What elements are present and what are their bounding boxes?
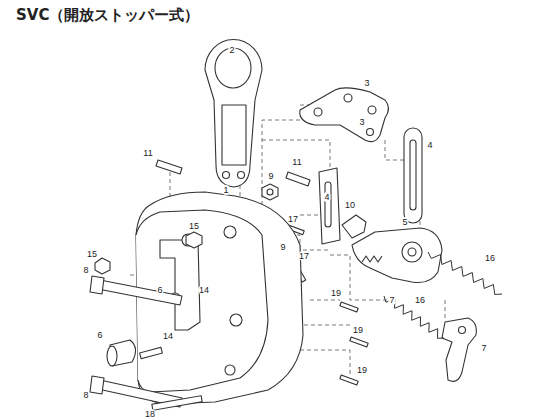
- callout-number: 3: [358, 117, 365, 127]
- callout-number: 15: [188, 221, 200, 231]
- callout-number: 14: [198, 285, 210, 295]
- callout-number: 16: [414, 295, 426, 305]
- callout-number: 6: [156, 285, 163, 295]
- callout-number: 10: [344, 200, 356, 210]
- callout-number: 17: [298, 251, 310, 261]
- callout-number: 7: [480, 343, 487, 353]
- callout-number: 4: [426, 140, 433, 150]
- callout-number: 4: [323, 192, 330, 202]
- callout-number: 3: [363, 78, 370, 88]
- spring-coil: [428, 252, 502, 294]
- callout-number: 11: [142, 148, 153, 158]
- callout-number: 8: [82, 390, 89, 400]
- callout-number: 2: [228, 45, 235, 55]
- callout-number: 9: [279, 242, 286, 252]
- callout-number: 5: [401, 217, 408, 227]
- callout-number: 1: [222, 185, 229, 195]
- callout-number: 19: [330, 288, 342, 298]
- callout-number: 6: [96, 330, 103, 340]
- callout-number: 9: [267, 171, 274, 181]
- spring-coil: [384, 296, 444, 338]
- callout-number: 17: [287, 214, 299, 224]
- callout-number: 18: [144, 409, 156, 419]
- callout-number: 16: [484, 253, 496, 263]
- callout-number: 19: [352, 325, 364, 335]
- callout-number: 14: [162, 331, 174, 341]
- callout-number: 8: [82, 265, 89, 275]
- title: SVC（開放ストッパー式）: [16, 6, 199, 25]
- callout-number: 11: [291, 157, 302, 167]
- callout-number: 7: [388, 295, 395, 305]
- callout-number: 19: [356, 365, 368, 375]
- callout-number: 15: [86, 249, 98, 259]
